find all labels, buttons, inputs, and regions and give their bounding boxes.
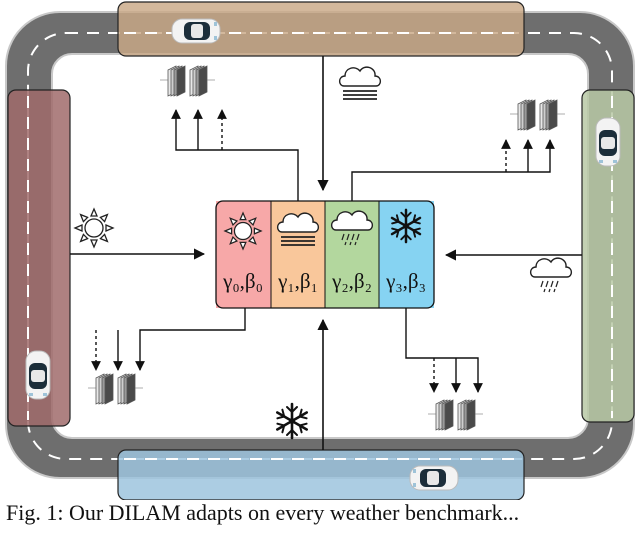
car-icon-top <box>172 19 220 43</box>
zone-bottom-snowy <box>118 450 524 500</box>
cell-label-snowy: γ₃,β₃ <box>385 269 426 293</box>
sun-icon-cell <box>225 213 261 249</box>
cell-label-foggy: γ₁,β₁ <box>277 269 318 293</box>
car-icon-bottom <box>410 466 458 490</box>
sun-icon <box>75 209 113 247</box>
car-icon-left <box>26 351 50 399</box>
cell-label-sunny: γ₀,β₀ <box>222 269 263 293</box>
car-icon-right <box>596 118 620 166</box>
cell-label-rainy: γ₂,β₂ <box>331 269 372 293</box>
center-parameter-block: γ₀,β₀ γ₁,β₁ γ₂,β₂ γ₃,β₃ <box>216 201 434 308</box>
figure-caption: Fig. 1: Our DILAM adapts on every weathe… <box>6 500 640 526</box>
fog-cloud-icon <box>340 67 381 99</box>
fog-cloud-icon-cell <box>278 213 319 245</box>
diagram-canvas: γ₀,β₀ γ₁,β₁ γ₂,β₂ γ₃,β₃ <box>0 0 640 500</box>
